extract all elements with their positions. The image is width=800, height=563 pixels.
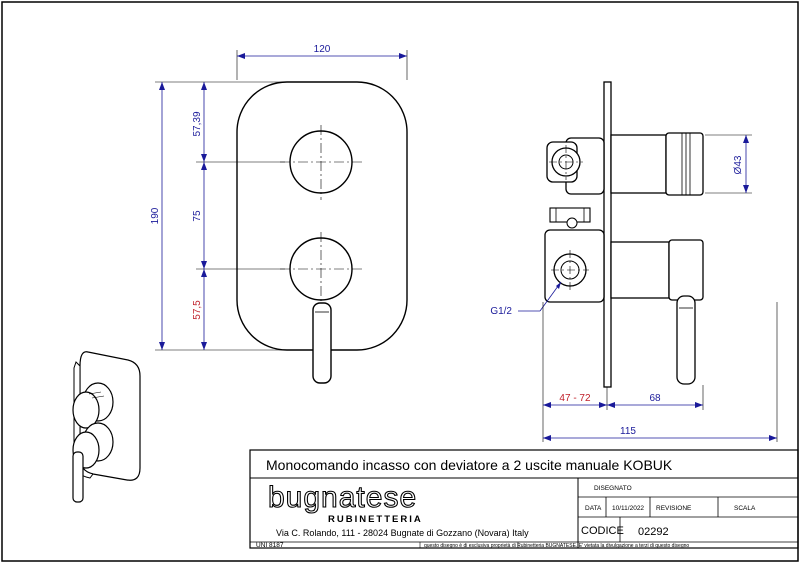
title-block: Monocomando incasso con deviatore a 2 us… [249,449,799,549]
product-isometric-view [72,351,141,503]
side-view: Ø43 G1/2 47 - 72 68 115 [490,81,778,442]
company-address: Via C. Rolando, 111 - 28024 Bugnate di G… [276,528,529,538]
total-depth-dimension: 115 [620,426,636,437]
thread-callout: G1/2 [490,306,512,317]
front-top-offset-dimension: 57,39 [192,111,203,136]
front-height-dimension: 190 [150,207,161,224]
uni-label: UNI 8187 [256,542,284,549]
front-width-dimension: 120 [314,44,331,55]
revisione-label: REVISIONE [656,505,692,512]
company-logo-subtext: RUBINETTERIA [328,514,423,525]
codice-value: 02292 [638,526,669,538]
projection-dimension: 68 [649,393,661,404]
company-logo-text: bugnatese [268,481,417,514]
ownership-disclaimer: questo disegno è di esclusiva proprietà … [424,543,689,549]
disegnato-label: DISEGNATO [594,485,632,492]
lower-knob-side [668,239,704,301]
front-view: 120 190 57,39 75 57,5 [150,44,408,384]
knob-diameter-dimension: Ø43 [733,155,744,174]
data-value: 10/11/2022 [612,505,644,512]
depth-range-dimension: 47 - 72 [559,393,591,404]
lever-handle [312,302,332,384]
front-center-distance-dimension: 75 [192,210,203,222]
drawing-title: Monocomando incasso con deviatore a 2 us… [266,457,673,473]
data-label: DATA [585,505,602,512]
scala-label: SCALA [734,505,756,512]
upper-knob-side [665,132,704,196]
side-plate [603,81,612,388]
codice-label: CODICE [581,525,624,537]
front-bottom-offset-dimension: 57,5 [192,300,203,320]
lever-side [676,295,696,385]
